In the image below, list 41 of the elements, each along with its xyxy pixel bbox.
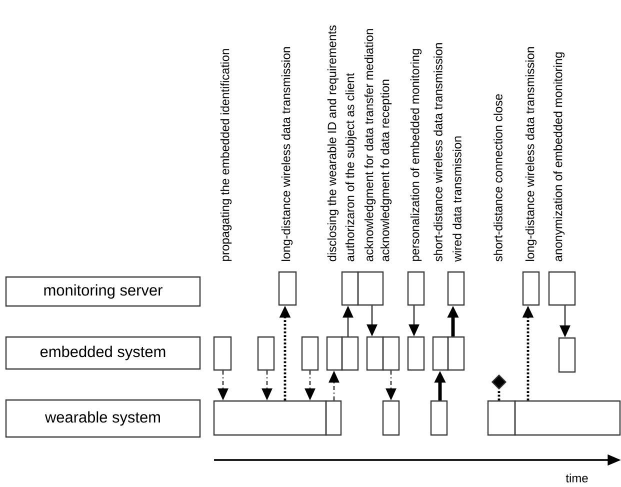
activation-box [341,271,359,306]
axis-label: time [566,474,588,482]
dotted-line [498,390,500,400]
step-label: acknowledgment fo data reception [380,80,392,262]
step-label: wired data transmission [452,136,462,262]
step-label: long-distance wireless data transmission [281,47,293,261]
activation-box [522,271,540,306]
activation-box [514,400,621,436]
activation-box [357,271,384,306]
activation-box [432,336,449,371]
activation-box [558,337,576,373]
activation-box [430,400,448,436]
activation-box [213,400,327,436]
step-label: short-distance wireless data transmission [434,43,442,262]
activation-box [382,336,400,371]
activation-box [257,336,275,371]
step-label: disclosing the wearable ID and requirements [327,25,339,262]
step-label: anonymization of embedded monitoring [553,52,565,262]
step-label: long-distance wireless data transmission [525,47,537,261]
step-label: personalization of embedded monitoring [410,49,422,261]
activation-box [325,400,342,436]
activation-box [326,336,343,371]
activation-box [447,336,465,371]
step-label: acknowledgment for data transfer mediation [364,29,376,262]
step-label: authorizaron of the subject as client [345,73,357,262]
activation-box [447,271,465,306]
activation-box [407,271,425,306]
activation-box [213,336,232,371]
step-label: propagating the embedded identification [220,49,232,261]
lane-label-box: wearable system [5,399,201,438]
activation-box [382,400,400,436]
activation-box [548,271,576,306]
step-label: short-distance connection close [494,94,502,262]
activation-box [407,336,425,371]
lane-label-box: monitoring server [5,276,201,307]
activation-box [366,336,384,371]
lane-label-box: embedded system [5,336,201,370]
activation-box [278,271,297,306]
activation-box [301,336,319,371]
activation-box [487,400,516,436]
activation-box [341,336,359,371]
